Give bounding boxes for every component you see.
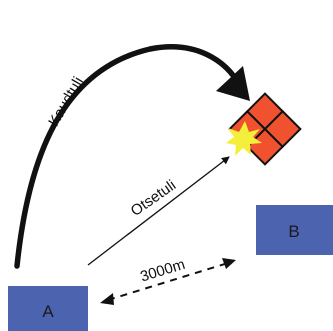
position-a-label: A [42,302,54,321]
distance-label: 3000m [138,256,187,286]
indirect-fire-arrowhead [216,66,250,101]
position-b-label: B [288,222,299,241]
position-b-box [256,205,333,255]
direct-fire-label: Otsetuli [128,177,179,220]
indirect-fire-label: Kaudtuli [45,74,87,129]
distance-arrowhead-left [100,293,114,305]
position-a-box [8,286,88,331]
distance-dashed-line [107,262,229,301]
target-icon [228,92,302,166]
indirect-fire-arrow [14,44,243,269]
distance-arrowhead-right [222,258,236,269]
direct-fire-arrow [87,156,230,266]
impact-flash-icon [226,121,262,156]
